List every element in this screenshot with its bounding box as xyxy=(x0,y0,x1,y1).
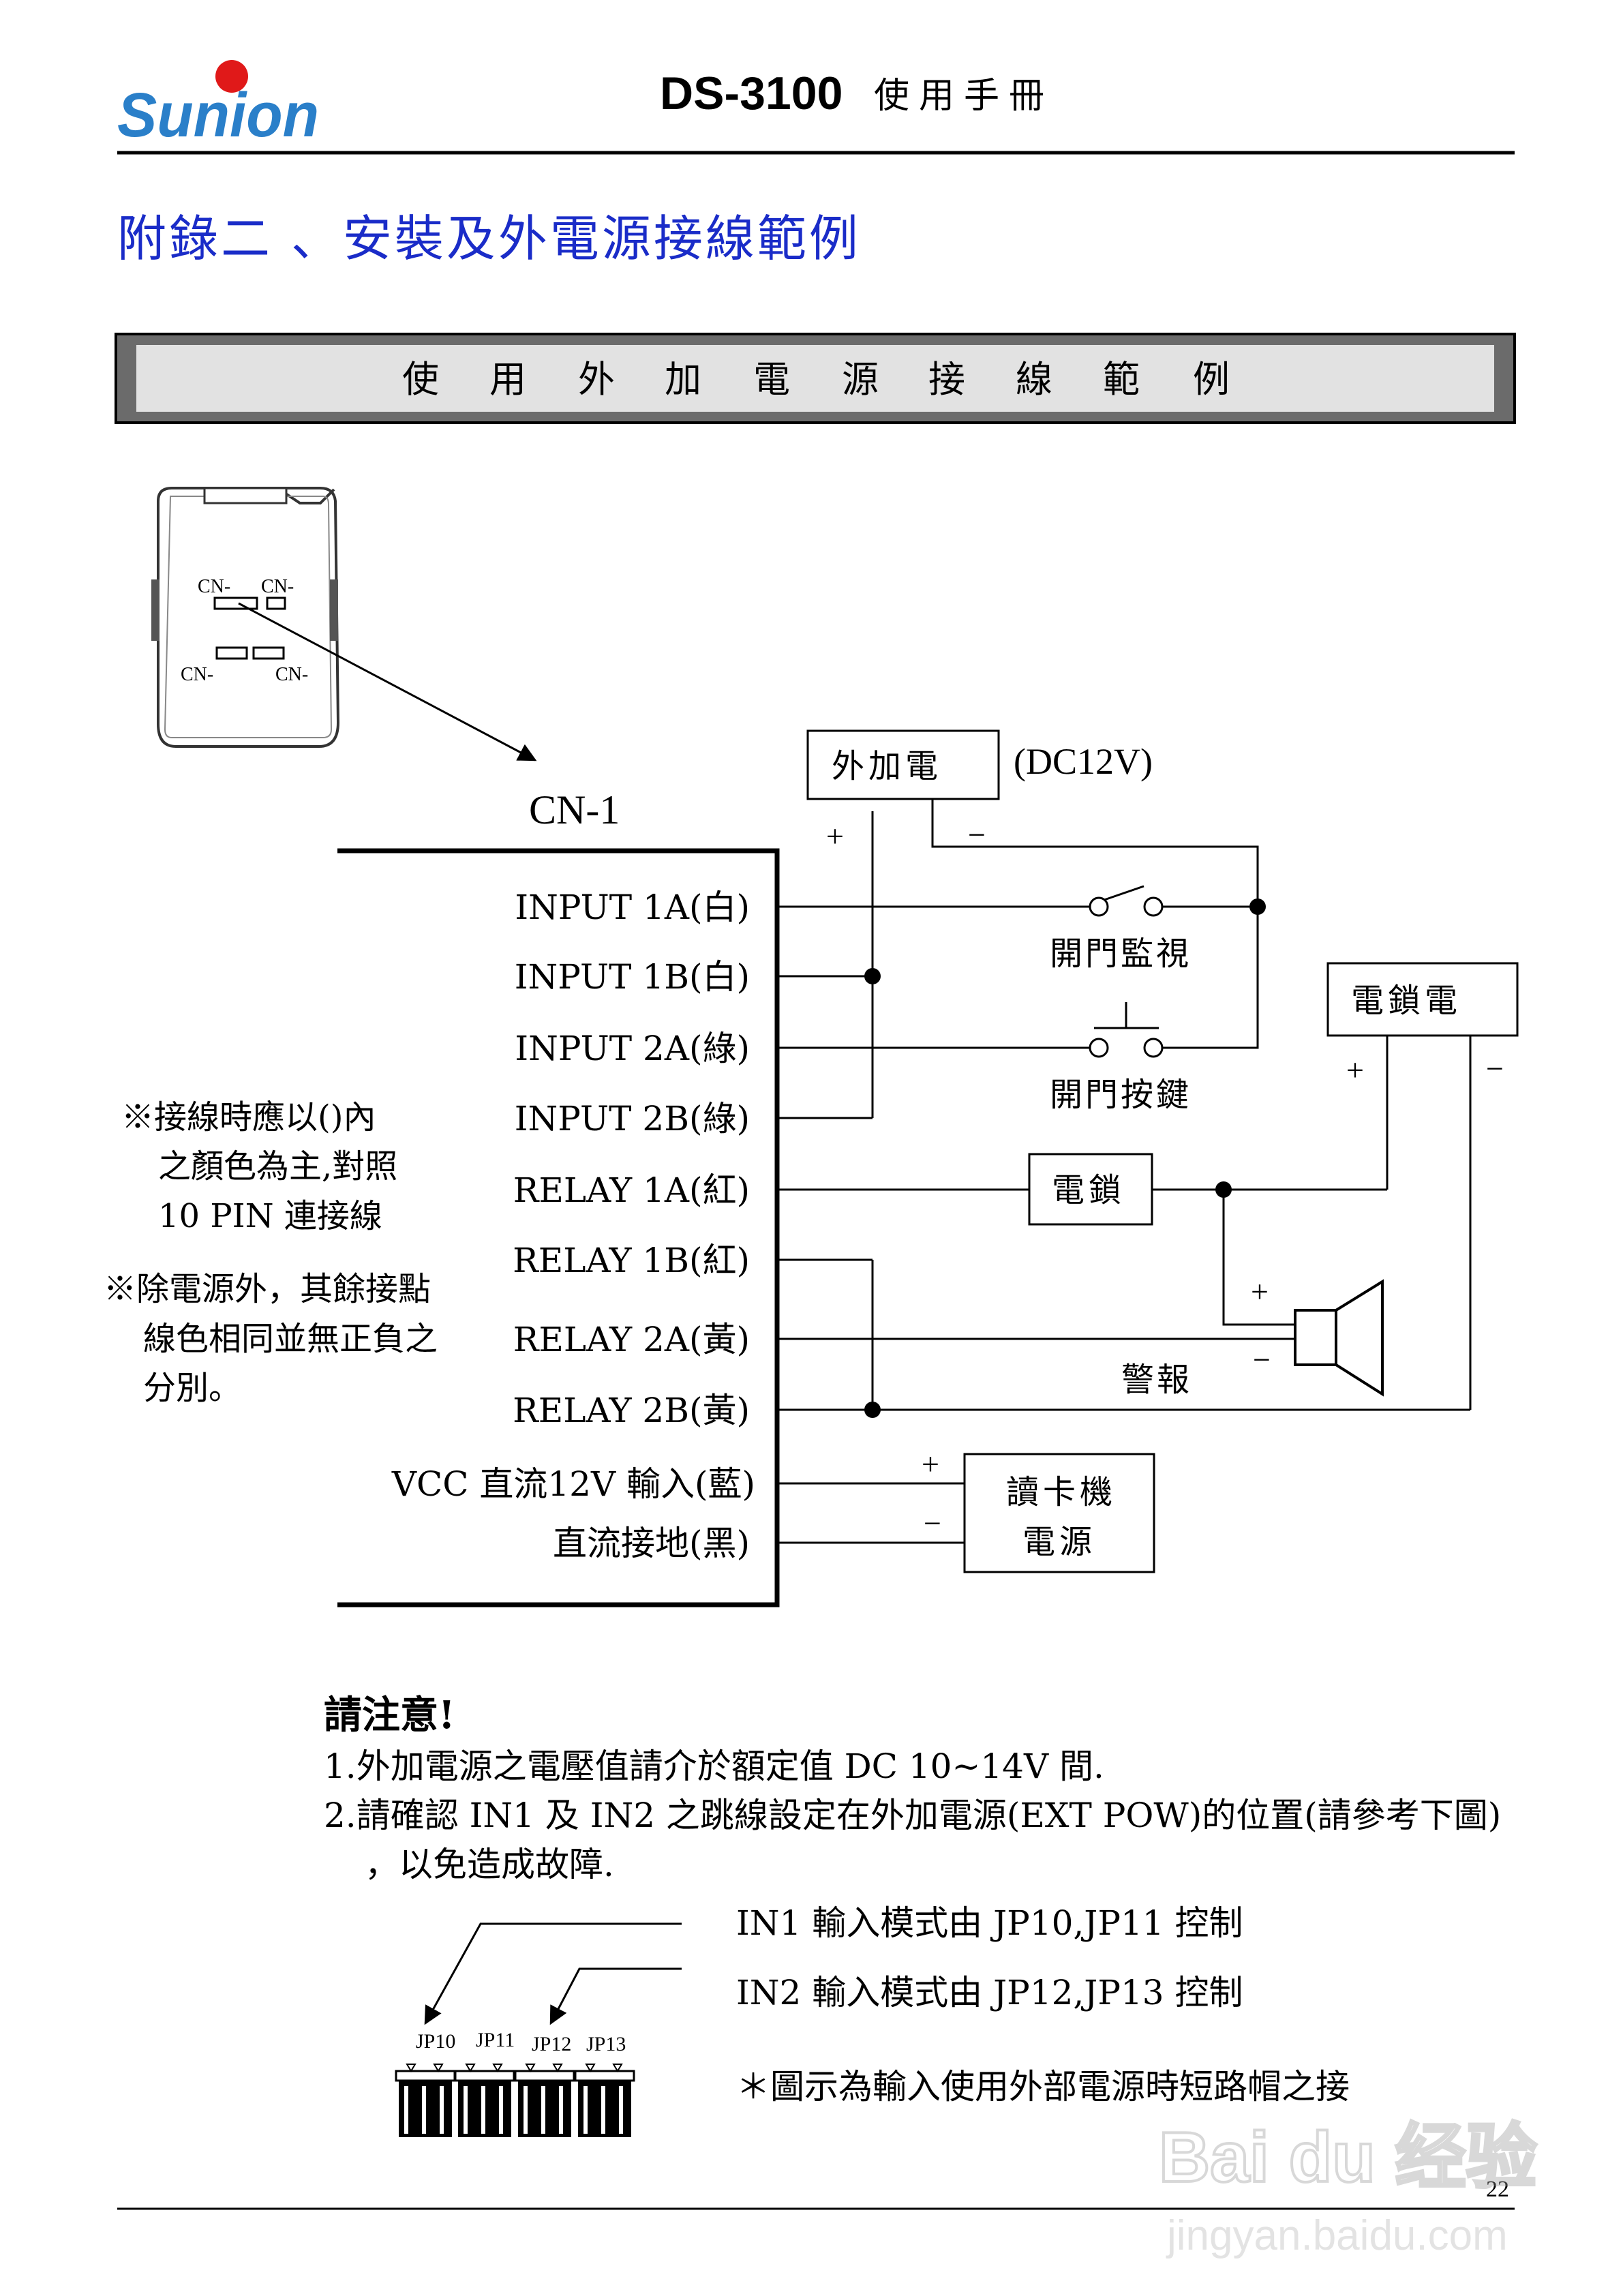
banner-char: 範 xyxy=(1103,358,1140,401)
jumper-blocks xyxy=(395,2064,635,2137)
svg-text:電鎖: 電鎖 xyxy=(1052,1171,1125,1209)
pin-label: VCC 直流12V 輸入(藍) xyxy=(391,1464,755,1504)
side-notes: ※接線時應以()內 之顏色為主,對照 10 PIN 連接線 ※除電源外，其餘接點… xyxy=(104,1098,438,1407)
jumper-header xyxy=(395,2064,456,2137)
banner-char: 外 xyxy=(578,358,615,401)
notice-item: 2.請確認 IN1 及 IN2 之跳線設定在外加電源(EXT POW)的位置(請… xyxy=(324,1796,1501,1835)
alarm-plus: + xyxy=(1251,1274,1269,1309)
jumper-labels: JP10 JP11 JP12 JP13 xyxy=(416,2029,626,2055)
connector-label: CN- xyxy=(198,576,230,597)
lock-power-box: 電鎖電 xyxy=(1326,962,1519,1037)
reader-power-minus: − xyxy=(924,1506,941,1541)
cn1-connector xyxy=(213,596,258,610)
sunion-logo: Sunion xyxy=(117,60,319,150)
door-button-switch xyxy=(1087,1002,1172,1058)
svg-text:10 PIN 連接線: 10 PIN 連接線 xyxy=(158,1197,382,1235)
device-illustration: CN- CN- CN- CN- xyxy=(151,487,340,748)
watermark-brand: Bai du 经验 xyxy=(1159,2118,1537,2197)
svg-text:※接線時應以()內: ※接線時應以()內 xyxy=(121,1098,376,1136)
pin-label: 直流接地(黑) xyxy=(553,1524,750,1563)
banner-char: 用 xyxy=(489,358,526,401)
alarm-minus: − xyxy=(1253,1342,1271,1377)
door-monitor-label: 開門監視 xyxy=(1050,935,1192,973)
page-number: 22 xyxy=(1486,2177,1509,2202)
banner-char: 例 xyxy=(1193,358,1230,401)
cn1-pointer-arrow xyxy=(238,602,537,761)
banner-char: 接 xyxy=(928,358,965,401)
pin-label: INPUT 2A(綠) xyxy=(515,1029,750,1068)
connector-label: CN- xyxy=(181,664,213,685)
connector-label: CN- xyxy=(275,664,308,685)
pin-label: INPUT 1A(白) xyxy=(515,888,750,927)
svg-text:※除電源外，其餘接點: ※除電源外，其餘接點 xyxy=(104,1270,431,1308)
jumper-caption: ＊圖示為輸入使用外部電源時短路帽之接 xyxy=(736,2067,1350,2106)
in1-mode-text: IN1 輸入模式由 JP10,JP11 控制 xyxy=(736,1903,1243,1943)
ext-power-minus: − xyxy=(968,817,986,852)
banner-char: 線 xyxy=(1016,358,1052,401)
banner-char: 電 xyxy=(753,358,790,401)
pin-label: RELAY 1A(紅) xyxy=(513,1170,750,1210)
door-button-label: 開門按鍵 xyxy=(1050,1076,1192,1114)
ext-power-box: 外加電 xyxy=(806,729,1000,800)
svg-text:JP13: JP13 xyxy=(586,2033,626,2055)
jumper-header xyxy=(514,2064,575,2137)
alarm-speaker-icon xyxy=(1294,1279,1384,1397)
logo-text: Sunion xyxy=(117,80,319,150)
ext-power-plus: + xyxy=(826,819,844,854)
svg-text:分別。: 分別。 xyxy=(143,1369,241,1407)
svg-text:讀卡機: 讀卡機 xyxy=(1006,1473,1117,1511)
notice-section: 請注意! 1.外加電源之電壓值請介於額定值 DC 10~14V 間. 2.請確認… xyxy=(324,1693,1501,1884)
watermark-url: jingyan.baidu.com xyxy=(1166,2212,1508,2259)
svg-text:線色相同並無正負之: 線色相同並無正負之 xyxy=(143,1320,438,1358)
baidu-watermark: Bai du 经验 jingyan.baidu.com xyxy=(1157,2117,1538,2259)
terminal-block-frame xyxy=(337,848,780,1607)
svg-text:電鎖電: 電鎖電 xyxy=(1351,982,1461,1020)
notice-item: 1.外加電源之電壓值請介於額定值 DC 10~14V 間. xyxy=(324,1747,1104,1786)
reader-power-box: 讀卡機 電源 xyxy=(963,1453,1155,1573)
banner-char: 加 xyxy=(665,358,701,401)
jumper-header xyxy=(454,2064,515,2137)
jumper-header xyxy=(574,2064,635,2137)
pin-label: RELAY 1B(紅) xyxy=(513,1241,750,1280)
pin-label: INPUT 2B(綠) xyxy=(515,1099,750,1138)
appendix-title: 附錄二 、安裝及外電源接線範例 xyxy=(117,210,861,267)
model-name: DS-3100 xyxy=(660,67,843,119)
pin-label: RELAY 2A(黃) xyxy=(513,1320,750,1359)
notice-item: ，以免造成故障. xyxy=(365,1845,614,1884)
alarm-label: 警報 xyxy=(1121,1361,1192,1399)
svg-text:JP10: JP10 xyxy=(416,2030,455,2053)
in2-mode-text: IN2 輸入模式由 JP12,JP13 控制 xyxy=(736,1973,1243,2012)
logo-red-dot-icon xyxy=(215,60,248,93)
lock-box: 電鎖 xyxy=(1028,1153,1153,1226)
door-monitor-switch xyxy=(1087,885,1172,917)
jumper-arrows xyxy=(424,1922,682,2025)
svg-text:外加電: 外加電 xyxy=(832,747,942,785)
connector-label: CN- xyxy=(261,576,294,597)
svg-text:之顏色為主,對照: 之顏色為主,對照 xyxy=(158,1147,397,1185)
cn1-label: CN-1 xyxy=(529,787,620,832)
svg-text:JP12: JP12 xyxy=(532,2033,571,2055)
reader-power-plus: + xyxy=(922,1447,939,1481)
lock-power-plus: + xyxy=(1346,1053,1364,1087)
banner-char: 源 xyxy=(842,358,879,401)
pin-label: RELAY 2B(黃) xyxy=(513,1391,750,1430)
pin-label-list: INPUT 1A(白) INPUT 1B(白) INPUT 2A(綠) INPUT 2… xyxy=(391,888,755,1563)
svg-text:電源: 電源 xyxy=(1022,1523,1096,1561)
pin-label: INPUT 1B(白) xyxy=(515,957,750,997)
manual-name: 使用手冊 xyxy=(874,76,1054,117)
wire-junctions xyxy=(864,898,1266,1418)
banner-char: 使 xyxy=(402,358,439,401)
ext-power-spec: (DC12V) xyxy=(1014,741,1153,782)
banner: 使用外加電源接線範例 xyxy=(115,333,1516,424)
wiring xyxy=(777,798,1472,1544)
svg-text:JP11: JP11 xyxy=(476,2029,515,2051)
notice-title: 請注意! xyxy=(324,1693,455,1738)
lock-power-minus: − xyxy=(1486,1051,1504,1086)
